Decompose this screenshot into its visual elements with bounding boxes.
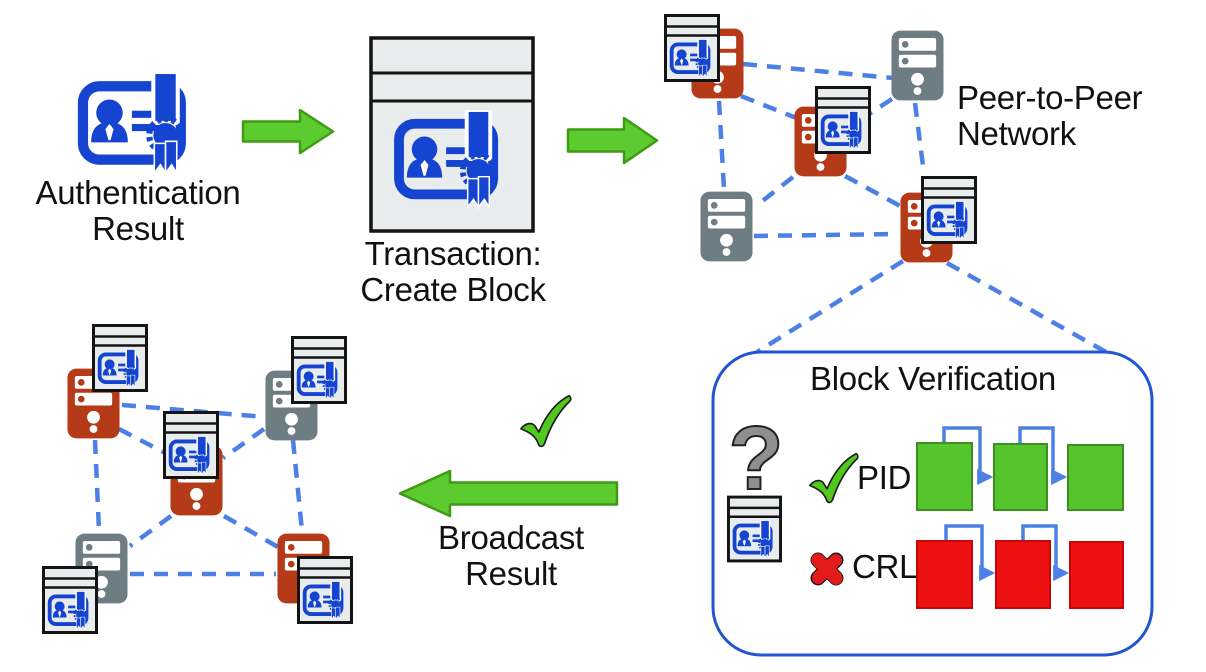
- peer-to-peer-network-label: Peer-to-Peer Network: [957, 79, 1143, 152]
- unverified-block-icon: [728, 497, 780, 561]
- flow-arrow-right-icon-1: [241, 108, 335, 155]
- network-link: [716, 100, 727, 190]
- result-network: [44, 326, 352, 633]
- flow-arrow-right-icon-2: [566, 116, 659, 165]
- block-icon: [817, 88, 870, 153]
- network-link: [92, 439, 102, 532]
- network-link: [753, 231, 899, 239]
- block-verification-title: Block Verification: [810, 360, 1056, 397]
- network-link: [742, 61, 894, 81]
- network-link: [128, 514, 173, 548]
- network-link: [221, 427, 266, 460]
- broadcast-result-label: Broadcast Result: [438, 519, 584, 592]
- network-link: [290, 439, 305, 532]
- block-verification-panel: ?: [711, 350, 1154, 657]
- block-icon: [299, 558, 352, 623]
- network-link: [117, 427, 173, 458]
- chain-connector: [942, 426, 994, 486]
- block-icon: [293, 338, 346, 403]
- chain-connector: [944, 524, 996, 582]
- invalid-chain-block: [1069, 541, 1124, 609]
- pid-label: PID: [857, 459, 912, 496]
- network-link: [222, 514, 280, 549]
- crl-label: CRL: [852, 548, 918, 585]
- valid-chain-block: [993, 443, 1048, 511]
- invalid-chain-block: [995, 540, 1051, 609]
- chain-connector: [1021, 524, 1070, 582]
- authentication-result-label: Authentication Result: [35, 174, 241, 247]
- valid-chain-block: [1067, 444, 1124, 511]
- broadcast-arrow-left-icon: [398, 469, 619, 518]
- invalid-chain-block: [916, 540, 973, 609]
- block-icon: [666, 16, 719, 81]
- valid-chain-block: [916, 442, 973, 511]
- network-link: [843, 174, 904, 209]
- p2p-network: [666, 16, 1108, 354]
- crl-chain: [916, 524, 1124, 609]
- broadcast-check-icon: [520, 394, 572, 448]
- server-icon-gray: [891, 30, 944, 101]
- network-link: [740, 93, 800, 122]
- block-icon: [44, 568, 97, 633]
- block-icon: [923, 178, 976, 243]
- link-to-verification: [755, 259, 905, 354]
- network-link: [912, 102, 927, 175]
- block-icon: [94, 326, 147, 391]
- link-to-verification: [945, 261, 1108, 354]
- transaction-create-block-label: Transaction: Create Block: [360, 235, 546, 308]
- question-mark-icon: ?: [729, 409, 784, 509]
- chain-connector: [1018, 426, 1068, 486]
- block-icon: [165, 413, 218, 478]
- pid-chain: [916, 426, 1124, 511]
- network-link: [754, 175, 795, 208]
- authentication-certificate-icon: [83, 72, 182, 173]
- transaction-block: [369, 36, 535, 233]
- server-icon-gray: [700, 191, 753, 262]
